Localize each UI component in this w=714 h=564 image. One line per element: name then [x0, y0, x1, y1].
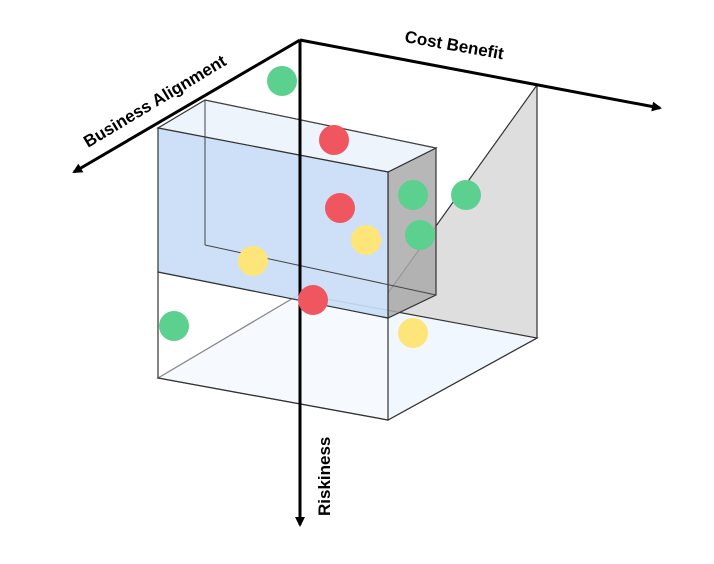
red-dot — [319, 125, 349, 155]
green-dot — [405, 220, 435, 250]
red-dot — [325, 193, 355, 223]
cost-benefit-label: Cost Benefit — [403, 27, 505, 63]
green-dot — [398, 180, 428, 210]
business-alignment-axis — [72, 38, 301, 174]
inner-box-back-top-edge — [204, 99, 437, 149]
green-dot — [159, 311, 189, 341]
red-dot — [298, 285, 328, 315]
green-dot — [267, 66, 297, 96]
inner-box-front-face — [157, 127, 389, 319]
cost-benefit-axis — [299, 38, 662, 112]
yellow-dot — [238, 246, 268, 276]
yellow-dot — [351, 225, 381, 255]
green-dot — [451, 180, 481, 210]
riskiness-label: Riskiness — [315, 437, 334, 516]
yellow-dot — [398, 318, 428, 348]
